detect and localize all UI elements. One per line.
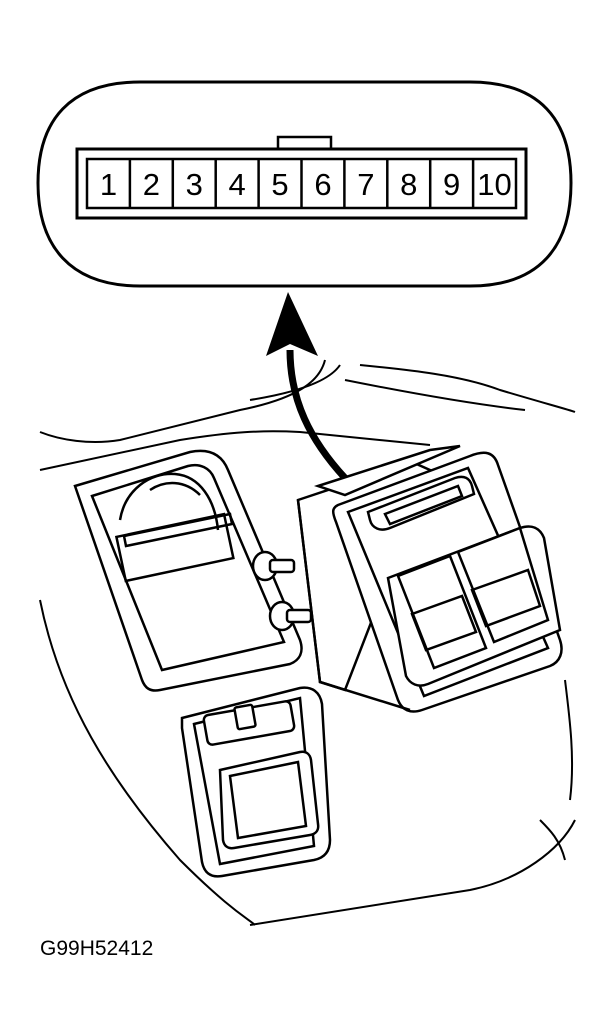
trim-upper-line-2 [249, 364, 341, 401]
mounting-studs [251, 550, 313, 632]
panel-left-edge [39, 599, 256, 926]
recess-connector-block [114, 512, 235, 583]
pin-label-4: 4 [229, 167, 246, 202]
upper-stud-pin [268, 558, 296, 574]
recess-inner-outline [90, 463, 286, 672]
recess-outline [73, 449, 303, 692]
pin-label-6: 6 [314, 167, 331, 202]
panel-right-detail [539, 819, 566, 861]
pin-label-7: 7 [357, 167, 374, 202]
trim-upper-line [39, 359, 326, 443]
pin-label-5: 5 [271, 167, 288, 202]
switch-recess [73, 449, 303, 692]
lock-button-face [383, 484, 464, 526]
right-window-switch [456, 526, 550, 644]
slider-knob [233, 703, 257, 731]
recess-connector-block-face [122, 512, 234, 548]
lower-button-frame [218, 750, 320, 850]
pin-label-2: 2 [143, 167, 160, 202]
pin-label-8: 8 [400, 167, 417, 202]
panel-top-edge [39, 430, 431, 471]
recess-cavity-curve [118, 472, 220, 531]
lower-console-control [180, 686, 332, 878]
pin-cells [128, 159, 475, 208]
pin-label-9: 9 [443, 167, 460, 202]
left-window-switch-face [410, 594, 478, 652]
pin-label-10: 10 [477, 167, 511, 202]
connector-arrow [266, 292, 348, 481]
arrowhead [266, 292, 318, 356]
figure-id: G99H52412 [40, 937, 153, 960]
arrow-shaft [286, 349, 348, 481]
switch-body-top [313, 444, 461, 497]
lower-stud-pin [285, 608, 313, 624]
pin-label-1: 1 [100, 167, 117, 202]
trim-right-contour-2 [344, 379, 526, 411]
right-window-switch-face [470, 568, 542, 628]
window-master-switch [296, 444, 563, 713]
panel-lower-contour [249, 819, 576, 926]
trim-right-contour [359, 364, 576, 413]
recess-cavity-curve-2 [149, 481, 201, 496]
door-trim-panel [39, 359, 576, 926]
lower-button-face [228, 760, 308, 840]
panel-right-contour [564, 679, 574, 801]
pin-label-3: 3 [186, 167, 203, 202]
switch-back-edge [296, 499, 411, 712]
